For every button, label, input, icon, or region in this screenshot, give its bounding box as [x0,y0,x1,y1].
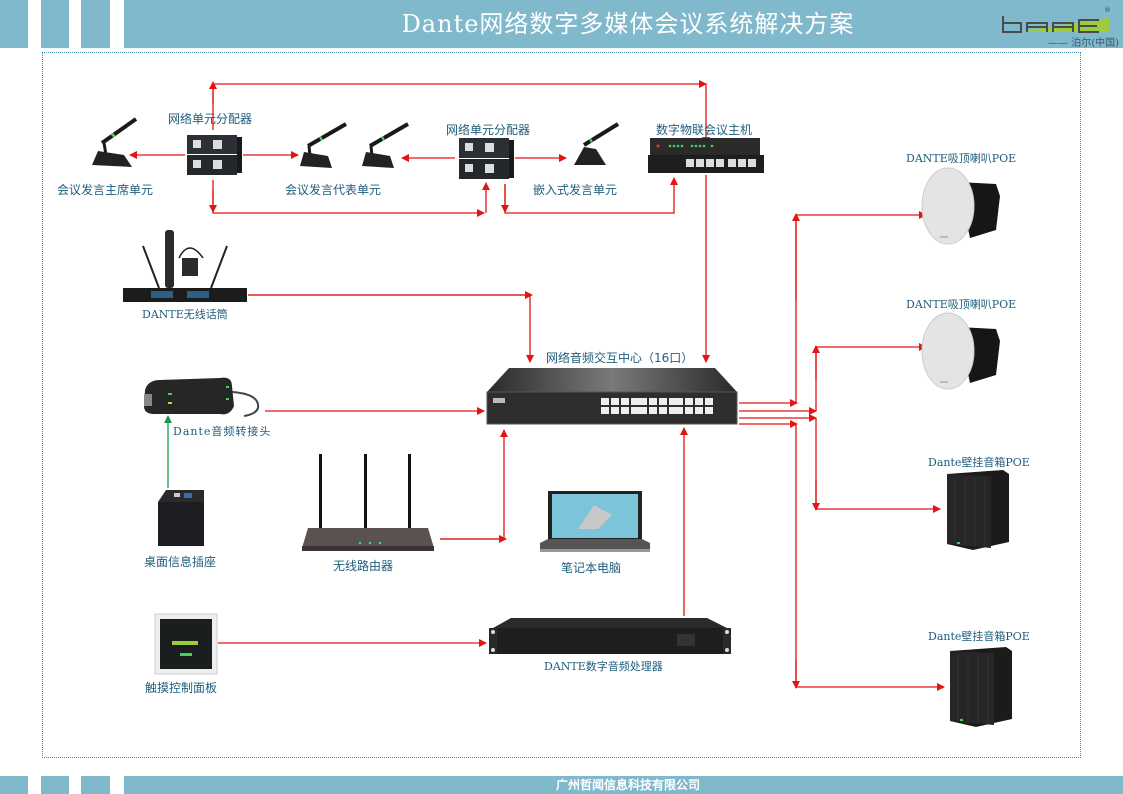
ceiling-speaker-1-icon [921,167,1000,245]
label-wireless-mic: DANTE无线话筒 [142,308,228,321]
label-laptop: 笔记本电脑 [561,561,622,575]
chair-unit-icon [92,117,138,167]
label-touch-panel: 触摸控制面板 [145,681,218,695]
label-switch: 网络音频交互中心（16口） [546,351,694,365]
header-block-3 [81,0,110,48]
header-block-2 [41,0,69,48]
touch-panel-icon [154,613,218,675]
label-splitter-2: 网络单元分配器 [446,123,531,137]
wire-bus-to-ceiling2 [815,343,927,411]
splitter-1-icon [187,135,242,175]
wire-bus-to-wall1 [815,418,941,513]
footer-block-1 [0,776,28,794]
page-title: Dante网络数字多媒体会议系统解决方案 [401,10,855,38]
label-embedded-unit: 嵌入式发言单元 [533,183,618,197]
label-conference-host: 数字物联会议主机 [656,123,753,137]
desk-socket-icon [158,490,204,546]
ceiling-speaker-2-icon [921,312,1000,390]
wall-speaker-1-icon [947,470,1009,550]
header-bar [124,0,1123,48]
label-delegate-unit: 会议发言代表单元 [285,183,382,197]
header-block-1 [0,0,28,48]
delegate-unit-1-icon [300,122,348,168]
footer-company: 广州哲闻信息科技有限公司 [555,778,700,792]
conference-host-icon [648,138,764,173]
footer-bar [124,776,1123,794]
wire-bus-to-wall2 [795,424,945,691]
embedded-unit-icon [574,122,620,165]
wireless-mic-icon [123,230,247,302]
wire-router-to-switch [440,429,508,540]
label-wall-speaker-2: Dante壁挂音箱POE [928,630,1030,643]
laptop-icon [540,491,650,552]
label-ceiling-speaker-2: DANTE吸顶喇叭POE [906,298,1017,311]
label-audio-adapter: Dante音频转接头 [173,425,272,438]
brand-logo: ® [1002,6,1111,33]
splitter-2-icon [459,138,514,179]
label-router: 无线路由器 [333,559,394,573]
delegate-unit-2-icon [362,122,410,168]
wall-speaker-2-icon [950,647,1012,727]
svg-text:®: ® [1104,6,1111,14]
footer-block-3 [81,776,110,794]
label-wall-speaker-1: Dante壁挂音箱POE [928,456,1030,469]
label-desk-socket: 桌面信息插座 [144,555,217,569]
label-splitter-1: 网络单元分配器 [168,112,253,126]
audio-adapter-icon [144,377,260,417]
label-ceiling-speaker-1: DANTE吸顶喇叭POE [906,152,1017,165]
network-switch-icon [486,368,738,425]
diagram-frame [42,52,1081,758]
router-icon [302,454,434,551]
label-audio-processor: DANTE数字音频处理器 [544,660,663,673]
footer-block-2 [41,776,69,794]
brand-subtitle: —— 泊尔(中国) [1048,38,1119,49]
audio-processor-icon [489,618,731,654]
wire-wirelessmic-to-switch [248,294,534,363]
label-chair-unit: 会议发言主席单元 [57,183,154,197]
